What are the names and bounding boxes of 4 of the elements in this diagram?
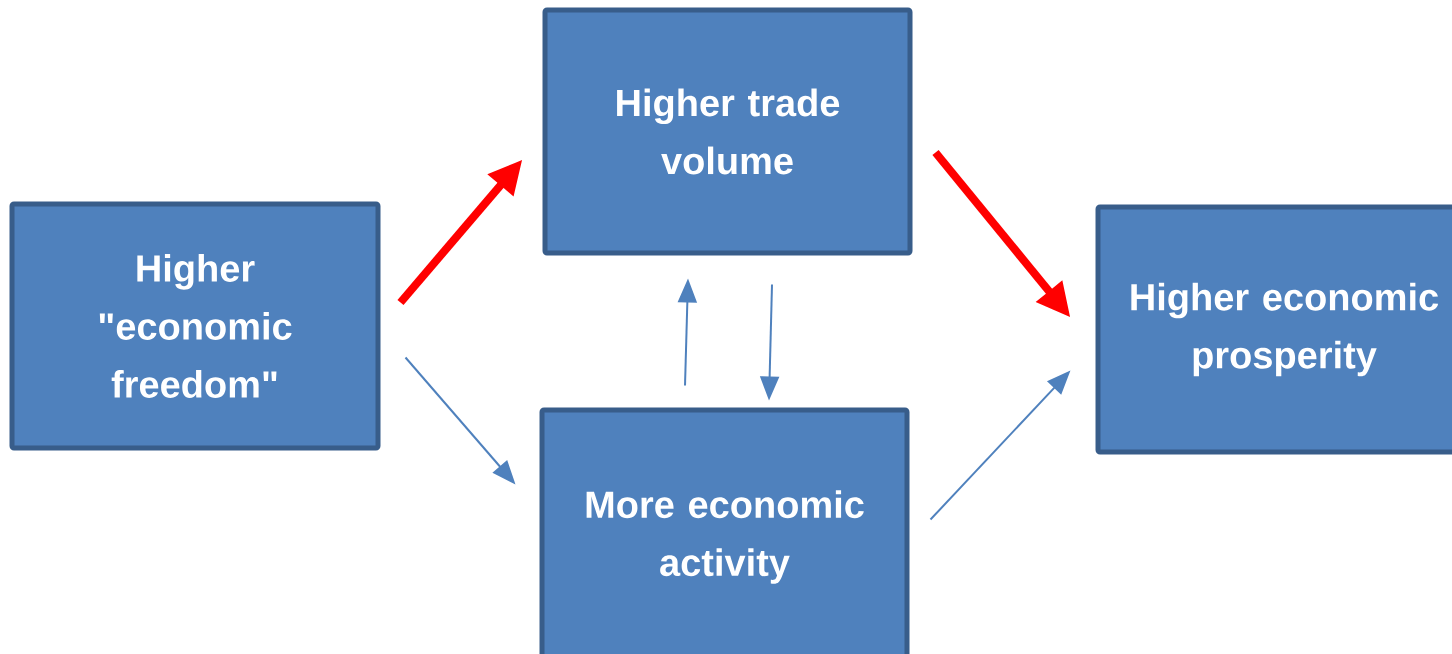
- process-box: Higher economic prosperity: [1095, 204, 1452, 455]
- process-box: More economic activity: [539, 407, 910, 654]
- process-box: Higher trade volume: [542, 7, 913, 256]
- process-box: Higher "economic freedom": [9, 201, 381, 451]
